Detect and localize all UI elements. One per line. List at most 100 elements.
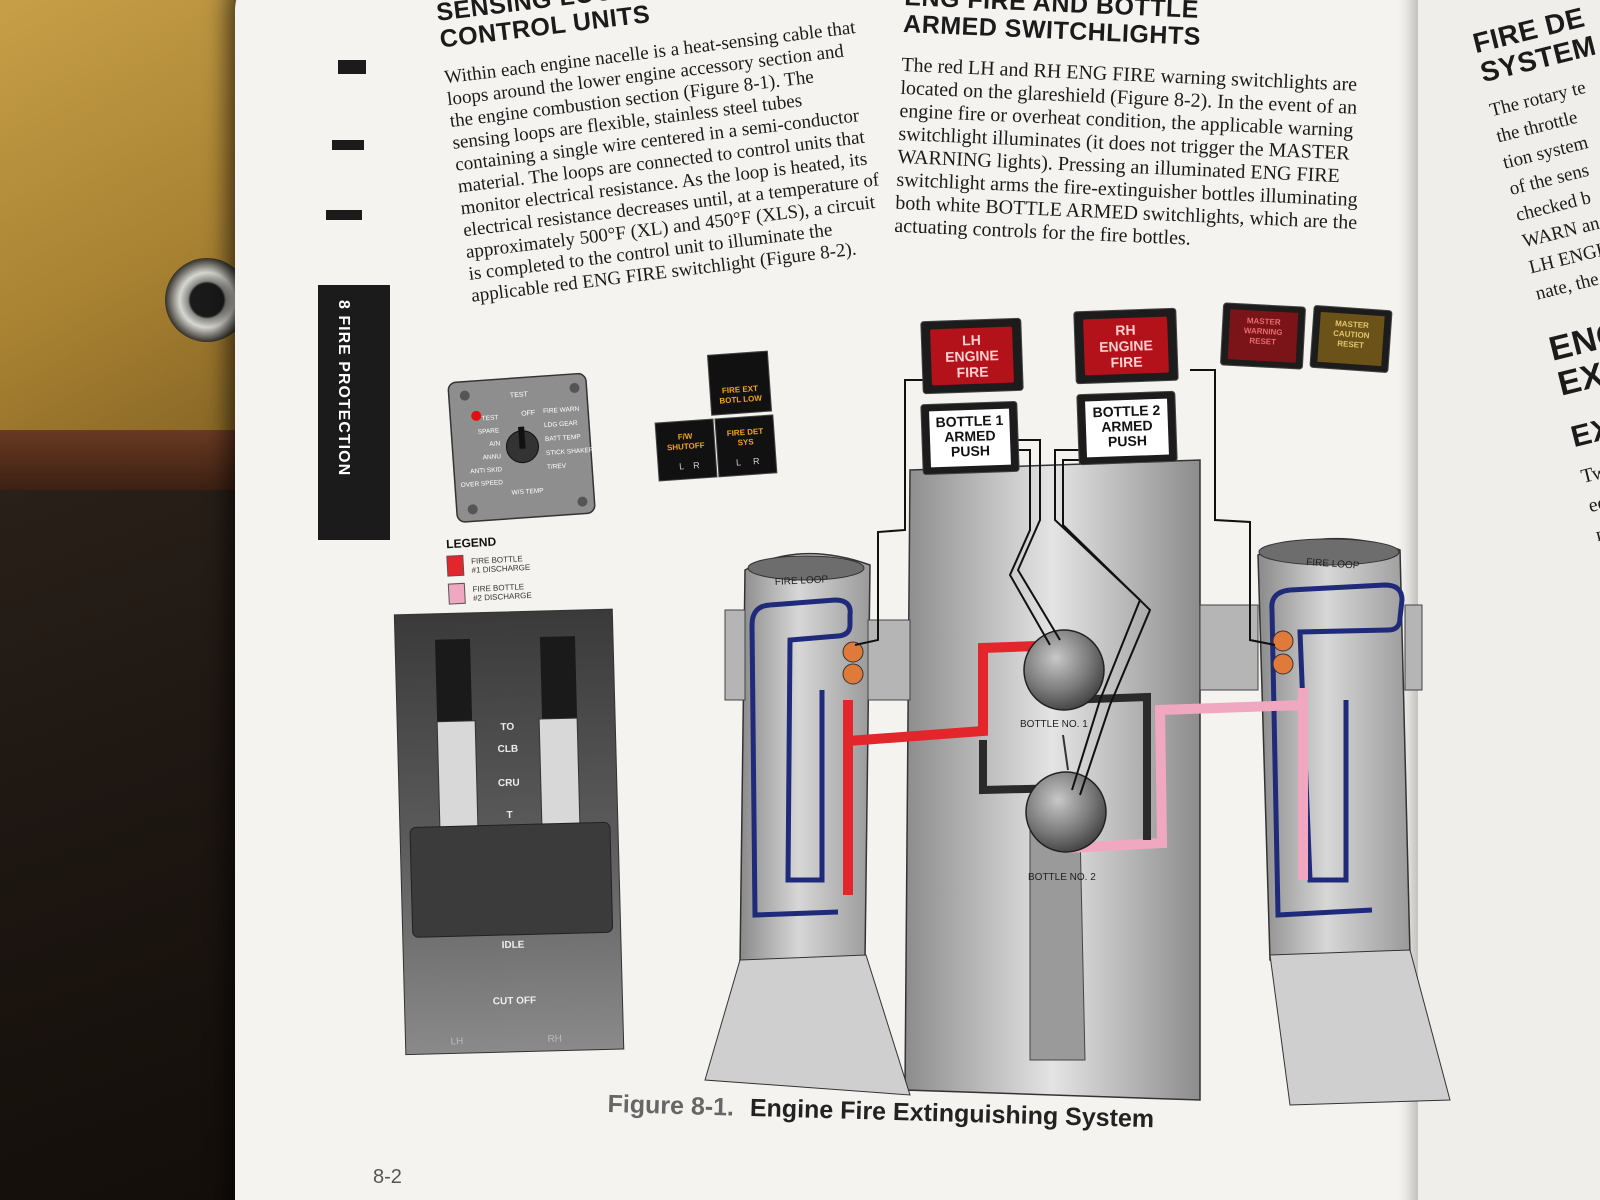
text-line: PUSH [951, 442, 990, 459]
text-line: FIRE DET [726, 427, 763, 439]
rh-fire-lens [1083, 316, 1169, 376]
det-r-text: R [753, 456, 761, 466]
lh-fire-text: LHENGINEFIRE [944, 331, 999, 381]
right-fire-loop [1289, 582, 1405, 883]
right-nacelle-inlet [1258, 538, 1400, 566]
rotary-left-label: ANTI SKID [470, 466, 502, 475]
lever-rh-label: RH [547, 1034, 562, 1045]
bottle-no-1-label: BOTTLE NO. 1 [1020, 719, 1088, 730]
left-loop-connector [842, 641, 864, 663]
text-line: LH [962, 332, 981, 349]
text-line: ENGINE [1099, 337, 1153, 355]
bottle-mount [1062, 734, 1069, 771]
master-caution-lens [1317, 311, 1385, 367]
lever-lh-label: LH [450, 1036, 463, 1047]
text-line: FIRE BOTTLE [471, 554, 523, 566]
throttle-detent-label: CRU [498, 778, 520, 790]
text-line: #1 DISCHARGE [471, 563, 530, 575]
rotary-left-label: SPARE [478, 427, 501, 436]
lh-fire-wire [854, 379, 925, 646]
facing-page [1418, 0, 1600, 1200]
det-l-text: L [736, 457, 742, 467]
fuselage-lower [1029, 829, 1086, 1061]
rotary-bottom-label: W/S TEMP [511, 487, 543, 496]
tab-line [326, 210, 362, 220]
rotary-left-label: OVER SPEED [461, 479, 504, 489]
rotary-right-label: LDG GEAR [544, 420, 578, 429]
figure-number: Figure 8-1. [607, 1090, 735, 1122]
rotary-off-label: OFF [521, 410, 535, 418]
fire-bottle-1 [1023, 629, 1105, 711]
rotary-right-label: FIRE WARN [543, 406, 580, 416]
throttle-detent-label: CLB [497, 744, 518, 756]
left-fire-loop [769, 597, 853, 883]
text-line: WARNING [1244, 326, 1283, 337]
text-line: PUSH [1108, 432, 1147, 449]
legend-label: FIRE BOTTLE#2 DISCHARGE [472, 582, 532, 603]
text-line: CAUTION [1333, 329, 1370, 341]
rh-fire-wire [1190, 369, 1276, 646]
text-line: BOTTLE 2 [1092, 402, 1160, 420]
right-loop-connector [1272, 630, 1294, 652]
text-line: FIRE [956, 363, 988, 380]
rh-fire-text: RHENGINEFIRE [1098, 321, 1153, 371]
fire-ext-botl-low-text: FIRE EXTBOTL LOW [718, 384, 762, 406]
text-line: RESET [1249, 336, 1276, 346]
bottle1-lens [929, 408, 1011, 468]
text-line: F/W [677, 432, 693, 442]
left-pylon [724, 609, 746, 701]
left-pylon-inner [867, 619, 911, 701]
right-loop-connector [1272, 653, 1294, 675]
text-line: BOTL LOW [719, 394, 762, 406]
throttle-detent-label: T [506, 810, 512, 821]
tab-line [338, 60, 366, 74]
text-line: MASTER [1335, 319, 1370, 330]
bottle-no-2-label: BOTTLE NO. 2 [1028, 872, 1096, 883]
left-nacelle-inlet [747, 555, 865, 581]
bottle1-wire-b [1000, 449, 1051, 646]
fire-det-sys-text: FIRE DETSYS [726, 427, 764, 449]
bottle1-wire [1005, 439, 1061, 641]
rotary-right-label: STICK SHAKER [546, 447, 594, 457]
text-line: ARMED [944, 427, 996, 445]
left-fire-loop-outer [749, 602, 839, 918]
text-line: FIRE EXT [722, 384, 759, 395]
rotary-right-label: BATT TEMP [545, 434, 581, 443]
rh-throttle-lever [538, 717, 581, 830]
bottle1-discharge-line [843, 640, 1066, 895]
throttle-detent-label: IDLE [501, 940, 524, 952]
text-line: FIRE BOTTLE [472, 582, 524, 594]
text-line: RESET [1337, 339, 1364, 350]
legend-label: FIRE BOTTLE#1 DISCHARGE [471, 554, 531, 575]
right-fire-loop-outer [1269, 587, 1373, 918]
text-line: #2 DISCHARGE [473, 591, 532, 603]
page-number: 8-2 [373, 1166, 402, 1188]
lh-fire-lens [930, 326, 1014, 386]
fw-r-text: R [693, 460, 701, 470]
right-fire-loop-label: FIRE LOOP [1306, 557, 1360, 572]
fw-shutoff-text: F/WSHUTOFF [666, 431, 705, 453]
text-line: MASTER [1247, 316, 1281, 327]
left-nacelle-exhaust [704, 954, 911, 1096]
right-nacelle [1257, 537, 1411, 961]
text-line: SYS [737, 437, 754, 447]
right-pylon [1199, 604, 1259, 691]
legend-swatch [446, 554, 465, 577]
text-line: RH [1115, 322, 1136, 339]
right-nacelle-exhaust [1269, 949, 1451, 1106]
legend-title: LEGEND [446, 535, 497, 552]
legend-swatch [447, 582, 466, 605]
bottle2-armed-text: BOTTLE 2ARMEDPUSH [1092, 402, 1161, 450]
bottle2-lens [1085, 398, 1169, 458]
rotary-left-label: TEST [482, 414, 499, 422]
text-line: ENGINE [945, 347, 999, 365]
annunciator-cluster: FIRE EXTBOTL LOW F/WSHUTOFF L R FIRE DET… [654, 350, 778, 482]
bottle1-armed-text: BOTTLE 1ARMEDPUSH [935, 412, 1004, 460]
bottle2-discharge-line [1067, 688, 1308, 880]
